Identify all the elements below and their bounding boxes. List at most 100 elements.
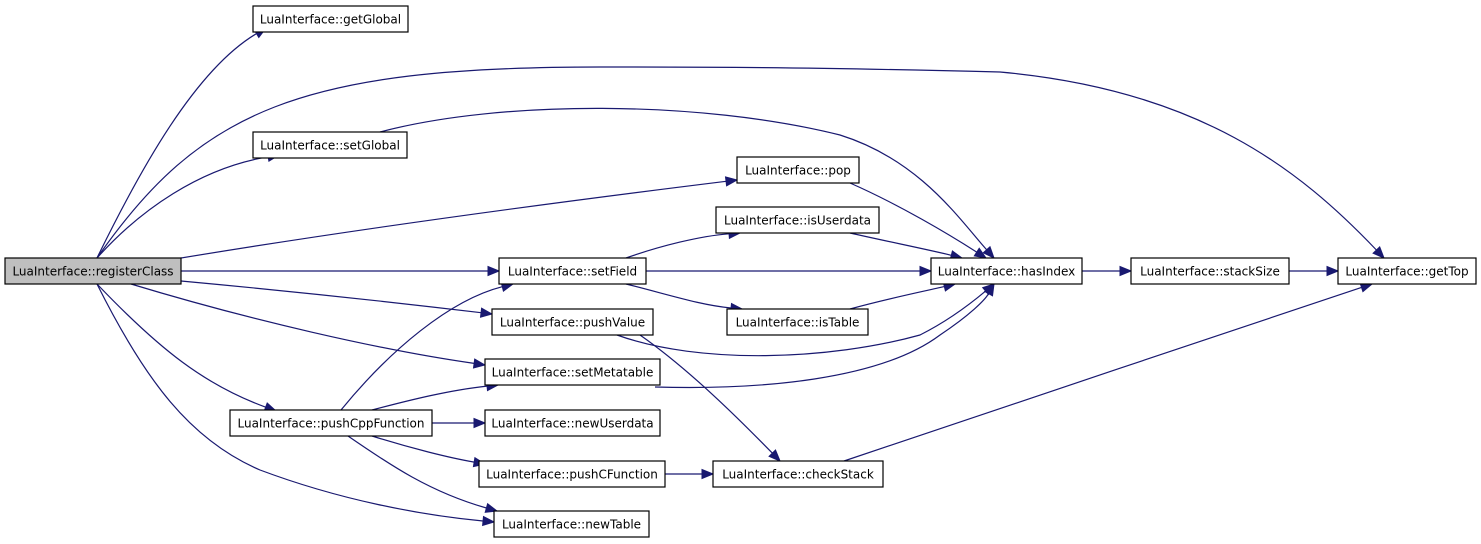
node-box[interactable] [4,257,182,285]
node-box[interactable] [1130,257,1290,285]
node-label: LuaInterface::getTop [1345,265,1468,279]
node-label: LuaInterface::setMetatable [492,366,654,380]
arrowhead [724,176,739,187]
node-box[interactable] [252,5,409,33]
edge-pushCFunction-to-checkStack [665,468,715,480]
node-box[interactable] [715,206,880,234]
node-box[interactable] [930,257,1083,285]
arrowhead [1372,246,1385,259]
edge-registerClass-to-getTop [96,66,1385,259]
node-checkStack[interactable]: LuaInterface::checkStack [712,460,884,488]
node-registerClass[interactable]: LuaInterface::registerClass [4,257,182,285]
node-label: LuaInterface::newUserdata [491,417,653,431]
arrowhead [973,247,988,259]
node-box[interactable] [252,131,408,159]
edge-line [371,435,475,463]
edge-line [96,283,266,408]
edge-line [96,156,269,259]
node-getGlobal[interactable]: LuaInterface::getGlobal [252,5,409,33]
node-label: LuaInterface::newTable [502,518,641,532]
node-box[interactable] [478,460,666,488]
node-isUserdata[interactable]: LuaInterface::isUserdata [715,206,880,234]
arrowhead [482,515,496,527]
node-setGlobal[interactable]: LuaInterface::setGlobal [252,131,408,159]
edge-line [625,233,730,259]
node-newTable[interactable]: LuaInterface::newTable [493,510,650,538]
edge-line [96,66,1377,259]
node-setMetatable[interactable]: LuaInterface::setMetatable [484,358,661,386]
node-setField[interactable]: LuaInterface::setField [498,257,647,285]
edge-registerClass-to-newTable [96,283,496,527]
edge-pop-to-hasIndex [849,182,988,259]
edge-line [849,286,945,310]
edge-hasIndex-to-stackSize [1082,265,1133,277]
node-hasIndex[interactable]: LuaInterface::hasIndex [930,257,1083,285]
edge-line [180,280,482,314]
arrowhead [1326,265,1340,277]
node-newUserdata[interactable]: LuaInterface::newUserdata [484,409,661,437]
arrowhead [768,449,781,462]
arrowhead [982,245,995,259]
node-label: LuaInterface::pushCppFunction [238,417,425,431]
node-box[interactable] [493,510,650,538]
edge-line [174,180,727,260]
edge-line [340,286,503,411]
edge-line [639,334,773,454]
node-label: LuaInterface::pushCFunction [486,468,658,482]
edge-line [371,385,488,411]
edge-line [849,182,978,253]
edge-line [843,286,1362,462]
edge-line [625,283,732,309]
edge-checkStack-to-getTop [843,282,1374,462]
arrowhead [473,417,487,429]
edge-line [96,33,257,259]
arrowhead [484,502,499,513]
edge-setGlobal-to-hasIndex [379,107,995,259]
node-label: LuaInterface::checkStack [722,468,874,482]
edge-pushCppFunction-to-pushCFunction [371,435,487,468]
edge-pushCppFunction-to-newTable [347,435,499,513]
node-box[interactable] [498,257,647,285]
node-box[interactable] [229,409,433,437]
edge-pushValue-to-checkStack [639,334,781,462]
edge-registerClass-to-pop [174,176,739,260]
node-pop[interactable]: LuaInterface::pop [736,156,860,184]
nodes-layer: LuaInterface::registerClassLuaInterface:… [4,5,1477,538]
node-pushValue[interactable]: LuaInterface::pushValue [491,308,654,336]
edge-isUserdata-to-hasIndex [849,232,964,261]
node-getTop[interactable]: LuaInterface::getTop [1337,257,1477,285]
node-box[interactable] [491,308,654,336]
edge-setField-to-isUserdata [625,228,742,259]
node-stackSize[interactable]: LuaInterface::stackSize [1130,257,1290,285]
node-box[interactable] [1337,257,1477,285]
node-isTable[interactable]: LuaInterface::isTable [726,308,869,336]
node-box[interactable] [484,358,661,386]
node-label: LuaInterface::getGlobal [260,13,401,27]
node-label: LuaInterface::stackSize [1140,265,1280,279]
edge-line [654,293,990,389]
node-label: LuaInterface::isTable [736,316,860,330]
edge-pushCppFunction-to-newUserdata [432,417,487,429]
node-label: LuaInterface::setGlobal [260,139,400,153]
edge-line [96,283,484,522]
node-label: LuaInterface::hasIndex [938,265,1076,279]
edge-line [130,283,475,364]
edge-setMetatable-to-hasIndex [654,282,995,389]
arrowhead [919,265,933,277]
node-label: LuaInterface::pushValue [500,316,645,330]
edge-line [616,290,986,357]
node-box[interactable] [484,409,661,437]
edge-setField-to-hasIndex [646,265,933,277]
node-pushCFunction[interactable]: LuaInterface::pushCFunction [478,460,666,488]
node-label: LuaInterface::isUserdata [724,214,871,228]
arrowhead [1119,265,1133,277]
node-box[interactable] [736,156,860,184]
node-pushCppFunction[interactable]: LuaInterface::pushCppFunction [229,409,433,437]
edge-registerClass-to-pushValue [180,280,494,318]
arrowhead [472,358,487,369]
node-box[interactable] [712,460,884,488]
node-box[interactable] [726,308,869,336]
edge-registerClass-to-setField [181,265,501,277]
arrowhead [983,282,995,297]
